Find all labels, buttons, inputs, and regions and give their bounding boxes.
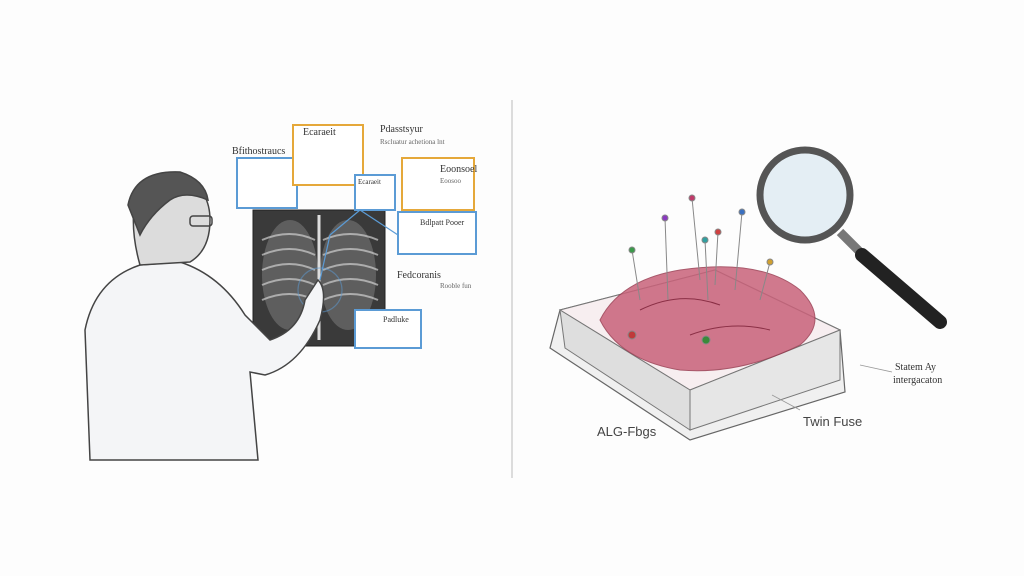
callout-subnote: Eoosoo xyxy=(440,177,461,185)
annotation-label: Statem Ay xyxy=(895,362,937,373)
callout-label: Ecaraeit xyxy=(358,178,381,186)
doctor-figure xyxy=(84,171,325,461)
tissue-sample xyxy=(599,266,816,372)
marker-pins xyxy=(627,194,774,345)
tray-label: Twin Fuse xyxy=(803,414,863,429)
callout-subnote: Rooble fun xyxy=(440,282,472,290)
tray-label: ALG-Fbgs xyxy=(597,424,657,439)
callout-label: Padluke xyxy=(383,315,409,324)
xray-image xyxy=(252,209,386,347)
callout-label: Fedcoranis xyxy=(397,270,441,281)
callout-label: Eoonsoel xyxy=(440,164,478,175)
annotation-label: intergacaton xyxy=(893,375,943,386)
callout-subnote: Rscluatur achetiona lnt xyxy=(380,138,445,146)
callout-label: Pdasstsyur xyxy=(380,124,423,135)
callout-boxes xyxy=(236,124,477,349)
callout-label: Bdlpatt Pooer xyxy=(420,218,465,227)
callout-label: Bfithostraucs xyxy=(232,146,286,157)
magnifying-glass-icon xyxy=(756,146,947,329)
tissue-tray xyxy=(549,266,846,441)
callout-label: Ecaraeit xyxy=(303,127,336,138)
